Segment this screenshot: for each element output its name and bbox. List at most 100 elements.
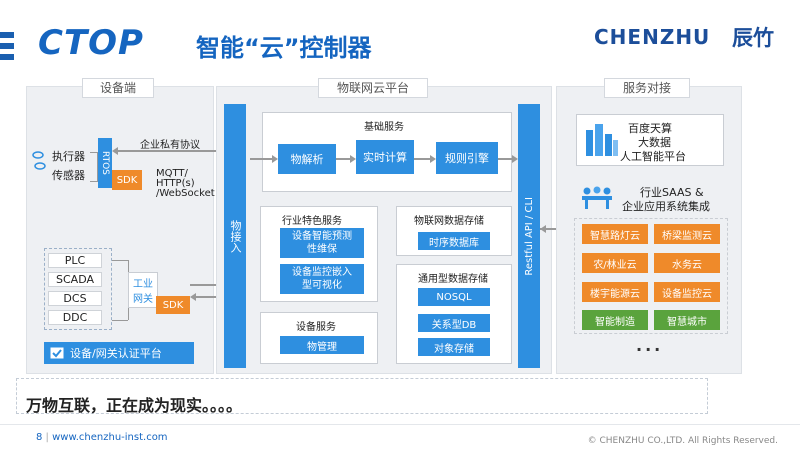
arrow-head-left [540, 225, 546, 233]
basic-services-title: 基础服务 [364, 122, 404, 133]
tsdb-box: 时序数据库 [418, 232, 490, 250]
saas-line-1: 行业SAAS & [640, 186, 704, 199]
gateway-arrow [190, 284, 224, 286]
more-ellipsis: ... [636, 336, 664, 355]
rdb-label: 关系型DB [431, 319, 477, 331]
private-protocol-label: 企业私有协议 [140, 140, 200, 151]
predictive-maintenance-label: 设备智能预测性维保 [292, 231, 352, 255]
arrow-head-left [112, 147, 118, 155]
industry-services-title: 行业特色服务 [282, 216, 342, 227]
app-device-monitor: 设备监控云 [654, 282, 720, 302]
device-group [44, 248, 112, 330]
arrow-head-left [190, 293, 196, 301]
app-smart-manufacturing: 智能制造 [582, 310, 648, 330]
nosql-label: NOSQL [436, 291, 472, 303]
rtos-box: RTOS [98, 138, 112, 188]
basic-arrow [336, 158, 350, 160]
brand-logo-cn: 辰竹 [732, 26, 774, 50]
header-ribbon [0, 32, 14, 38]
app-bridge: 桥梁监测云 [654, 224, 720, 244]
page-title: 智能“云”控制器 [196, 34, 372, 62]
rtos-label: RTOS [100, 151, 110, 175]
basic-arrow [498, 158, 512, 160]
slogan: 万物互联，正在成为现实。。。。 [26, 396, 243, 415]
ai-line-2: 大数据 [638, 136, 671, 149]
page-number: 8 [36, 432, 43, 443]
app-label: 农/林业云 [593, 259, 637, 271]
device-panel [26, 86, 214, 374]
device-services-title: 设备服务 [296, 322, 336, 333]
iot-panel-title: 物联网云平台 [318, 78, 428, 98]
arrow-head-right [512, 155, 518, 163]
app-streetlight: 智慧路灯云 [582, 224, 648, 244]
footer-divider [0, 424, 800, 425]
app-label: 水务云 [672, 259, 702, 271]
actuator-label: 执行器 [52, 150, 85, 163]
app-label: 智能制造 [595, 316, 635, 328]
parse-box: 物解析 [278, 144, 336, 174]
header-ribbon [0, 43, 14, 49]
predictive-maintenance-box: 设备智能预测性维保 [280, 228, 364, 258]
access-bar: 物接入 [224, 104, 246, 368]
api-bar: Restful API / CLI [518, 104, 540, 368]
ai-line-1: 百度天算 [628, 122, 672, 135]
basic-arrow [250, 158, 272, 160]
service-panel-title: 服务对接 [604, 78, 690, 98]
footer-left: 8 | www.chenzhu-inst.com [36, 432, 168, 443]
app-label: 智慧路灯云 [590, 230, 640, 242]
device-panel-title: 设备端 [82, 78, 154, 98]
copyright: © CHENZHU CO.,LTD. All Rights Reserved. [587, 436, 778, 446]
thing-manage-label: 物管理 [307, 341, 337, 353]
meeting-icon [582, 186, 612, 209]
basic-arrow [414, 158, 430, 160]
visualization-label: 设备监控嵌入型可视化 [292, 267, 352, 291]
auth-platform-box: 设备/网关认证平台 [44, 342, 194, 364]
app-label: 桥梁监测云 [662, 230, 712, 242]
realtime-box: 实时计算 [356, 140, 414, 174]
device-sdk-label: SDK [116, 174, 138, 186]
app-water: 水务云 [654, 253, 720, 273]
apps-group [574, 218, 728, 334]
building-icon [586, 124, 618, 156]
header-ribbon [0, 54, 14, 60]
parse-label: 物解析 [290, 153, 324, 166]
mqtt-line: MQTT/ [156, 168, 188, 179]
access-label: 物接入 [229, 219, 242, 253]
arrow-head-right [350, 155, 356, 163]
rule-engine-label: 规则引擎 [445, 152, 489, 165]
sensor-bracket [90, 152, 98, 182]
arrow-head-right [272, 155, 278, 163]
device-sdk-box: SDK [112, 170, 142, 190]
device-ddc: DDC [48, 310, 102, 325]
rule-engine-box: 规则引擎 [436, 142, 498, 174]
ctop-logo: CTOP [38, 23, 144, 63]
tsdb-label: 时序数据库 [429, 237, 479, 249]
gateway-box: 工业网关 [128, 272, 158, 308]
saas-line-2: 企业应用系统集成 [622, 200, 710, 213]
app-label: 设备监控云 [662, 288, 712, 300]
ai-line-3: 人工智能平台 [620, 150, 686, 163]
visualization-box: 设备监控嵌入型可视化 [280, 264, 364, 294]
app-smart-city: 智慧城市 [654, 310, 720, 330]
website-link[interactable]: www.chenzhu-inst.com [52, 432, 168, 443]
app-label: 智慧城市 [667, 316, 707, 328]
sensor-label: 传感器 [52, 169, 85, 182]
device-scada: SCADA [48, 272, 102, 287]
object-storage-box: 对象存储 [418, 338, 490, 356]
auth-platform-label: 设备/网关认证平台 [70, 347, 162, 360]
websocket-line: /WebSocket [156, 188, 215, 199]
sensor-icon [32, 151, 46, 170]
device-connector [112, 260, 128, 261]
api-arrow [540, 228, 568, 230]
ai-platform-box [576, 114, 724, 166]
device-connector [112, 320, 128, 321]
app-label: 楼宇能源云 [590, 288, 640, 300]
brand-logo: CHENZHU [594, 25, 711, 49]
general-storage-title: 通用型数据存储 [418, 274, 488, 285]
object-storage-label: 对象存储 [434, 343, 474, 355]
gateway-sdk-label: SDK [162, 299, 184, 311]
arrow-head-right [430, 155, 436, 163]
http-line: HTTP(s) [156, 178, 195, 189]
gateway-sdk-box: SDK [156, 296, 190, 314]
